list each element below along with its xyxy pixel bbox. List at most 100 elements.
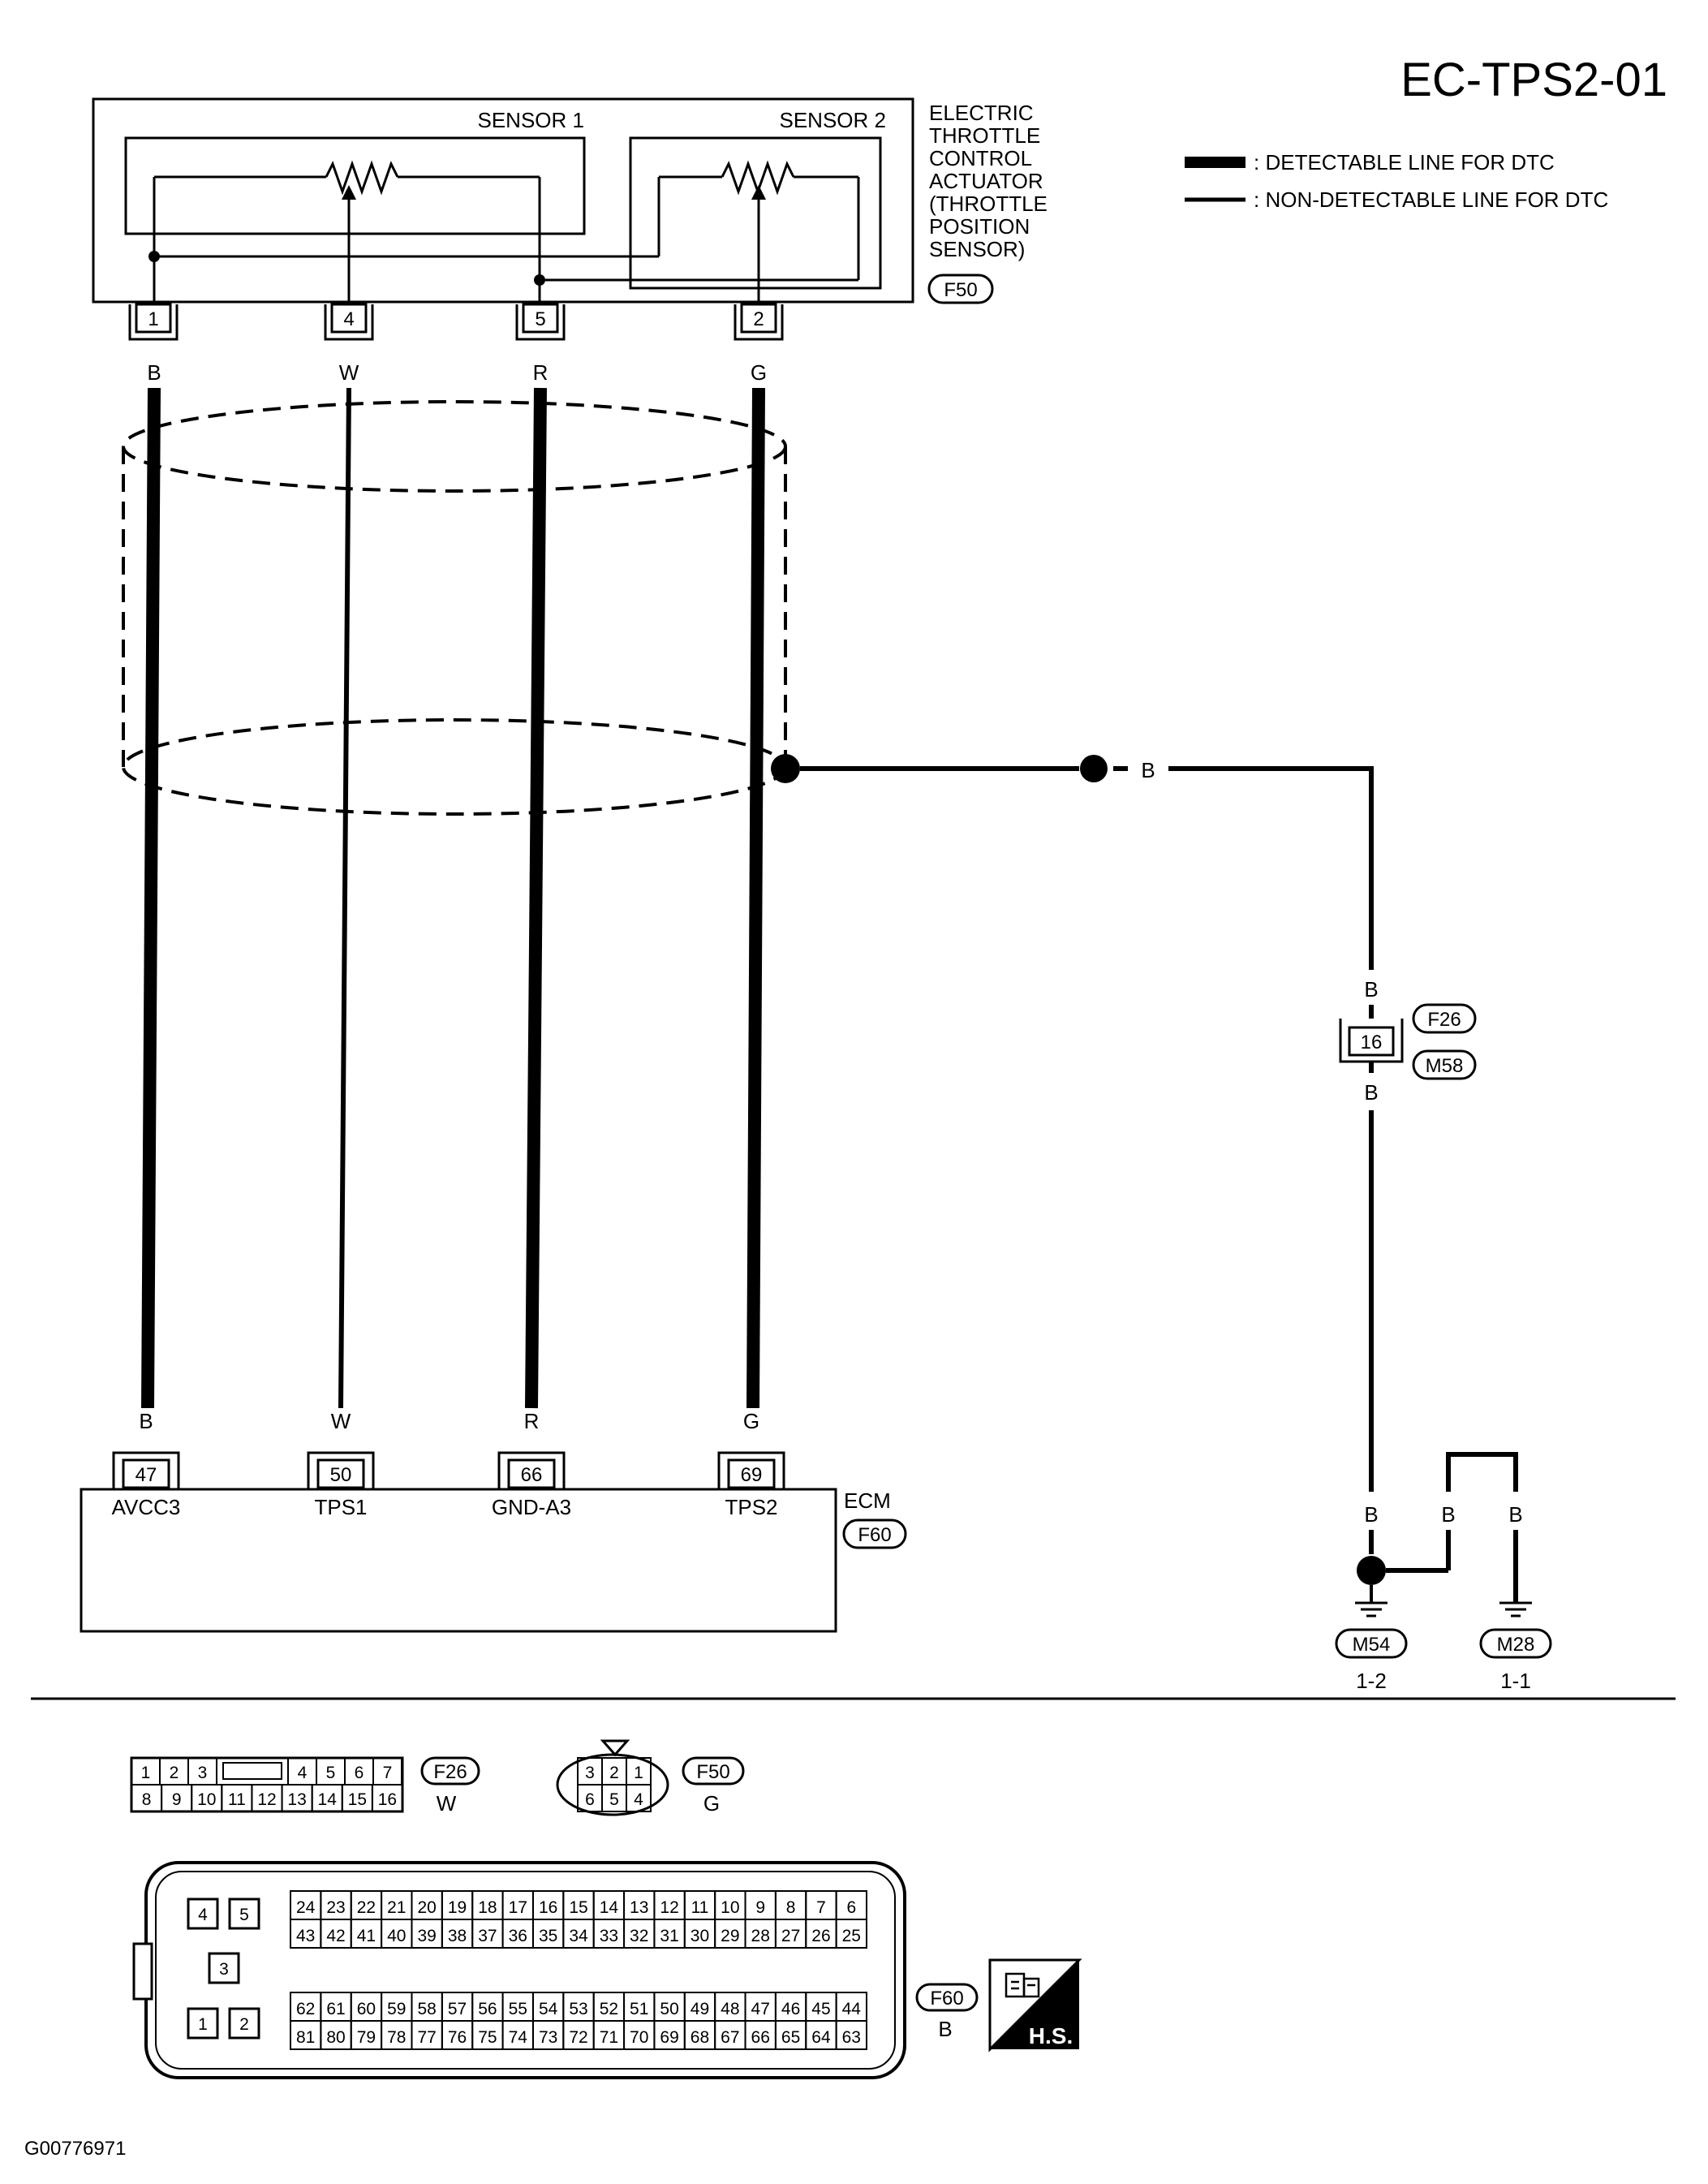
diagram-id: EC-TPS2-01 [1400, 54, 1667, 106]
ecm-pin-66-number: 66 [521, 1464, 543, 1486]
f60-cell-71: 71 [600, 2028, 618, 2047]
ecm-signal-avcc3: AVCC3 [112, 1495, 181, 1519]
f60-cell-52: 52 [600, 2000, 618, 2018]
wire-color-bottom-r: R [524, 1409, 540, 1433]
sensor-1-label: SENSOR 1 [478, 108, 585, 132]
actuator-pin-5-number: 5 [535, 308, 545, 330]
f60-cell-16: 16 [539, 1898, 557, 1917]
f60-cell-44: 44 [842, 2000, 862, 2018]
connector-f50-face: 3 2 1 6 5 4 F50 G [556, 1739, 745, 1816]
wire-color-top-g: G [751, 360, 767, 385]
f60-cell-18: 18 [478, 1898, 497, 1917]
f60-cell-38: 38 [448, 1927, 467, 1945]
f60-cell-64: 64 [811, 2028, 831, 2047]
wire-color-top-b: B [147, 360, 161, 385]
shield-drain: B B 16 F26 M58 B B B B M54 1-2 [771, 754, 1552, 1693]
f26-cell-8: 8 [142, 1790, 152, 1809]
f60-cell-81: 81 [296, 2028, 315, 2047]
actuator-connector-f50: F50 [944, 279, 977, 301]
ecm-pin-66: 66 [497, 1451, 566, 1489]
f26-cell-6: 6 [355, 1764, 364, 1782]
ecm-signal-gnd-a3: GND-A3 [492, 1495, 571, 1519]
f60-cell-49: 49 [691, 2000, 709, 2018]
f60-cell-27: 27 [781, 1927, 800, 1945]
ground-m28: M28 [1497, 1634, 1535, 1656]
actuator-title-5: (THROTTLE [929, 192, 1048, 216]
f60-cell-47: 47 [751, 2000, 770, 2018]
f60-cell-39: 39 [417, 1927, 436, 1945]
f60-label: F60 [930, 1988, 963, 2010]
f50-cell-5: 5 [609, 1790, 619, 1809]
ecm-connector-f60: F60 [858, 1524, 891, 1546]
actuator-pin-2-number: 2 [753, 308, 764, 330]
f60-cell-4: 4 [198, 1906, 208, 1924]
f50-color: G [703, 1791, 720, 1816]
f50-label: F50 [696, 1761, 729, 1783]
f26-cell-16: 16 [378, 1790, 397, 1809]
actuator-pin-5: 5 [515, 303, 566, 341]
f60-cell-34: 34 [569, 1927, 588, 1945]
f60-cell-73: 73 [539, 2028, 557, 2047]
f60-cell-61: 61 [326, 2000, 345, 2018]
actuator-title-2: THROTTLE [929, 123, 1040, 148]
f60-cell-25: 25 [842, 1927, 861, 1945]
sensor-2-label: SENSOR 2 [780, 108, 887, 132]
f60-cell-66: 66 [751, 2028, 770, 2047]
actuator-title-6: POSITION [929, 214, 1030, 239]
joint-connector-m58: M58 [1426, 1055, 1464, 1077]
f50-cell-3: 3 [585, 1764, 595, 1782]
f60-cell-62: 62 [296, 2000, 315, 2018]
wire-avcc3 [141, 387, 161, 1409]
f60-cell-50: 50 [660, 2000, 678, 2018]
f50-cell-6: 6 [585, 1790, 595, 1809]
f60-cell-67: 67 [721, 2028, 739, 2047]
f60-cell-45: 45 [811, 2000, 830, 2018]
f60-cell-2: 2 [239, 2015, 249, 2034]
f60-cell-29: 29 [721, 1927, 739, 1945]
f60-cell-68: 68 [691, 2028, 709, 2047]
f60-cell-41: 41 [357, 1927, 376, 1945]
actuator-title-7: SENSOR) [929, 237, 1025, 261]
drain-wire-color-2: B [1364, 977, 1378, 1002]
f60-cell-15: 15 [569, 1898, 587, 1917]
f60-cell-59: 59 [387, 2000, 406, 2018]
f60-cell-63-box [835, 2020, 868, 2050]
f60-cell-9: 9 [755, 1898, 765, 1917]
f60-cell-69: 69 [660, 2028, 678, 2047]
f60-cell-31: 31 [660, 1927, 678, 1945]
f26-cell-13: 13 [287, 1790, 306, 1809]
wire-gnd-a3 [525, 387, 547, 1409]
ecm-pins: 47 50 66 69 [112, 1451, 785, 1489]
f60-cell-43: 43 [296, 1927, 315, 1945]
f60-cell-55: 55 [509, 2000, 527, 2018]
f60-cell-63: 63 [842, 2028, 861, 2047]
f60-cell-5: 5 [239, 1906, 249, 1924]
ecm-pin-50-number: 50 [330, 1464, 352, 1486]
f60-cell-60: 60 [357, 2000, 376, 2018]
ground-m54: M54 [1353, 1634, 1391, 1656]
f60-cell-75: 75 [478, 2028, 497, 2047]
f60-cell-24: 24 [296, 1898, 316, 1917]
shield-joint-dot [771, 754, 800, 783]
wire-tps1 [338, 387, 351, 1409]
f60-cell-26: 26 [811, 1927, 830, 1945]
ecm-pin-69-number: 69 [741, 1464, 763, 1486]
ecm-signal-tps1: TPS1 [314, 1495, 367, 1519]
f60-cell-46: 46 [781, 2000, 800, 2018]
actuator-title-1: ELECTRIC [929, 101, 1034, 125]
f60-cell-74: 74 [509, 2028, 528, 2047]
f26-cell-1: 1 [141, 1764, 151, 1782]
f60-cell-1: 1 [198, 2015, 208, 2034]
ground2-wire-color: B [1508, 1502, 1522, 1527]
f60-cell-8: 8 [786, 1898, 796, 1917]
wire-color-bottom-b: B [139, 1409, 153, 1433]
f60-cell-33: 33 [600, 1927, 618, 1945]
f26-key-slot [222, 1762, 282, 1780]
actuator-pin-1: 1 [128, 303, 179, 341]
ecm-pin-47-number: 47 [136, 1464, 157, 1486]
actuator-title-3: CONTROL [929, 146, 1032, 170]
f60-cell-42: 42 [326, 1927, 345, 1945]
f60-cell-10: 10 [721, 1898, 739, 1917]
wire-color-bottom-w: W [331, 1409, 351, 1433]
